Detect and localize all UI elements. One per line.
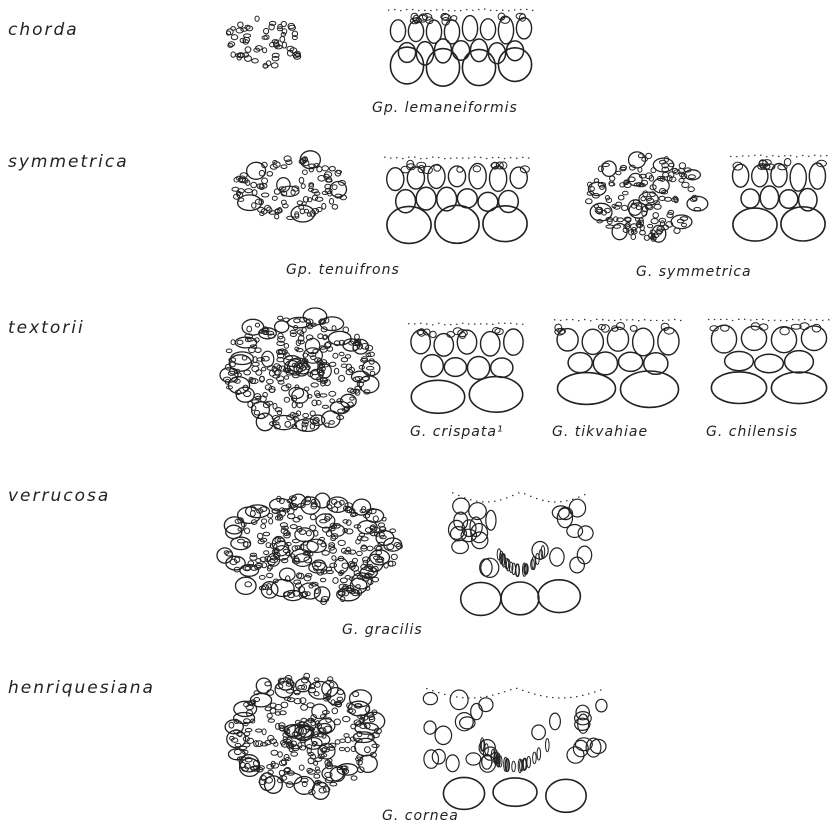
species-label-gracilis: G. gracilis [342,622,423,638]
species-label-crispata: G. crispata¹ [410,424,504,440]
cross-section-drawing-lemaneiformis [218,12,312,72]
group-label-symmetrica: symmetrica [8,152,129,172]
group-label-textorii: textorii [8,318,85,338]
cortex-drawing-lemaneiformis [386,6,536,86]
cross-section-drawing-tenuifrons [226,152,356,224]
species-label-lemaneiformis: Gp. lemaneiformis [372,100,518,116]
cortex-drawing-tikvahiae [552,316,684,408]
species-label-chilensis: G. chilensis [706,424,798,440]
cortex-drawing-gracilis [450,486,590,616]
cortex-drawing-symmetrica [728,152,830,244]
group-label-henriquesiana: henriquesiana [8,678,155,698]
cortex-drawing-cornea [424,682,606,812]
group-label-chorda: chorda [8,20,79,40]
species-label-symmetrica: G. symmetrica [636,264,752,280]
cross-section-drawing-gracilis [212,488,408,610]
cross-section-drawing-textorii [214,306,384,436]
cortex-drawing-chilensis [706,316,832,408]
cortex-drawing-tenuifrons [382,154,532,244]
cross-section-drawing-cornea [222,668,388,800]
species-label-cornea: G. cornea [382,808,459,824]
cortex-drawing-crispata [406,320,528,416]
cross-section-drawing-symmetrica [580,146,708,246]
species-label-tikvahiae: G. tikvahiae [552,424,648,440]
group-label-verrucosa: verrucosa [8,486,110,506]
species-label-tenuifrons: Gp. tenuifrons [286,262,400,278]
